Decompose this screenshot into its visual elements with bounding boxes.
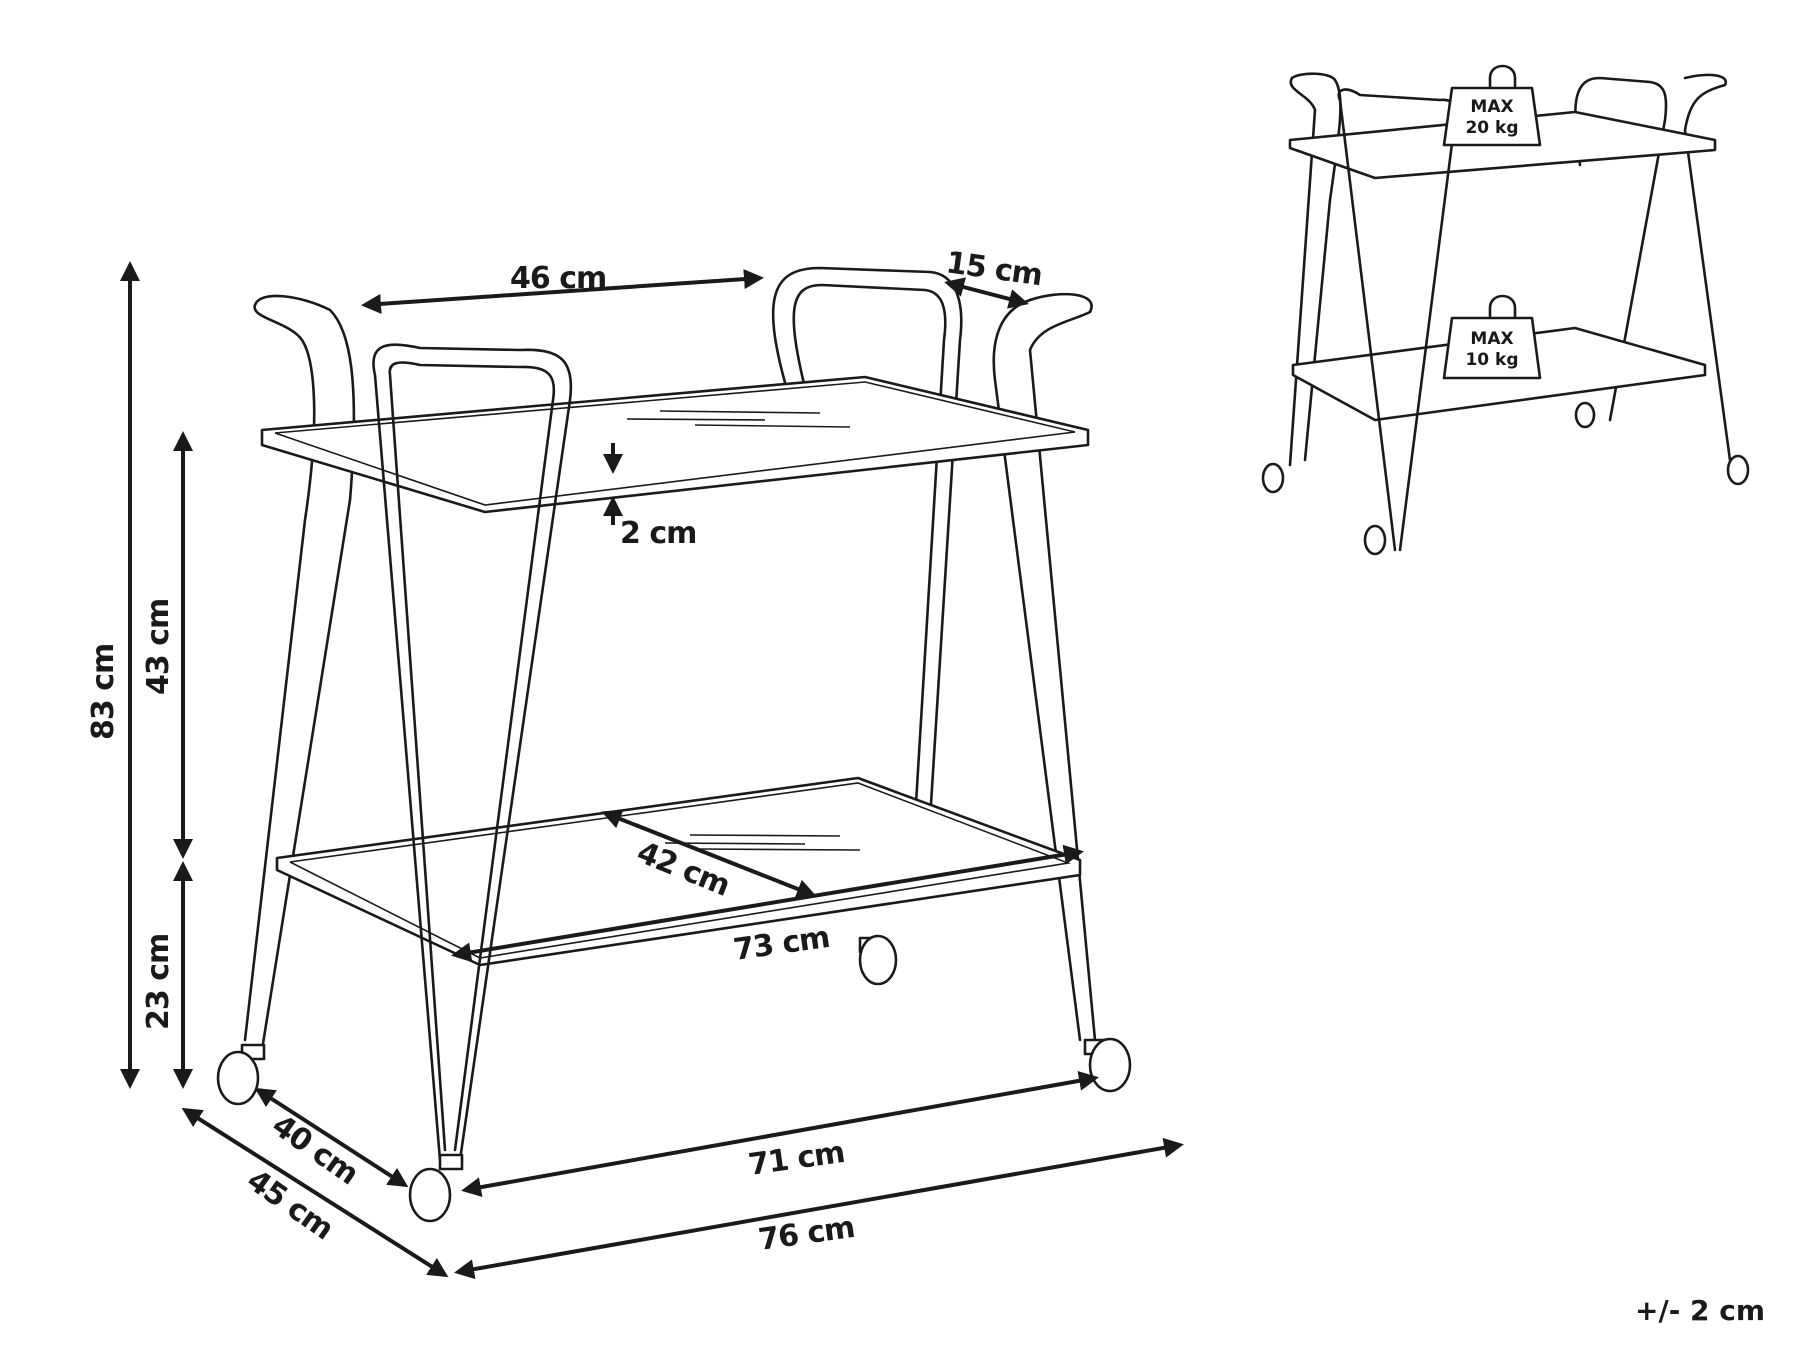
max-weight-lower-icon: MAX 10 kg [1442, 294, 1542, 380]
load-capacity-drawing: MAX 20 kg MAX 10 kg [1261, 64, 1750, 556]
right-handle-frame [1028, 292, 1097, 1042]
castor-wheel-front-left [216, 1043, 266, 1106]
dim-15cm-line [944, 277, 1029, 309]
castor-wheel-front [408, 1153, 464, 1223]
small-wheel-right [1726, 454, 1750, 486]
castor-wheel-back [858, 934, 898, 986]
label-73cm: 73 cm [731, 920, 831, 968]
svg-text:MAX: MAX [1470, 329, 1513, 349]
small-wheel-front [1363, 524, 1387, 556]
front-handle-frame [372, 343, 573, 1162]
dim-46cm-line [361, 269, 764, 314]
dim-45cm-line [181, 1107, 449, 1278]
dim-73cm-line [451, 844, 1084, 963]
tolerance-note: +/- 2 cm [1635, 1294, 1765, 1327]
svg-text:10 kg: 10 kg [1465, 350, 1518, 370]
small-wheel-left [1261, 462, 1285, 494]
label-43cm: 43 cm [141, 599, 176, 695]
small-wheel-back [1574, 401, 1596, 429]
castor-wheel-right [1083, 1037, 1132, 1093]
svg-text:20 kg: 20 kg [1465, 118, 1518, 138]
dim-76cm-line [454, 1137, 1184, 1280]
label-46cm: 46 cm [510, 261, 606, 296]
left-handle-frame [253, 294, 356, 1052]
svg-text:MAX: MAX [1470, 97, 1513, 117]
label-2cm: 2 cm [620, 516, 696, 551]
back-handle-frame [771, 266, 963, 822]
upper-tray [260, 375, 1090, 514]
label-83cm: 83 cm [86, 644, 121, 740]
label-71cm: 71 cm [746, 1135, 846, 1183]
label-23cm: 23 cm [141, 934, 176, 1030]
main-trolley-drawing [216, 266, 1132, 1223]
max-weight-upper-icon: MAX 20 kg [1442, 64, 1542, 147]
dimension-lines [120, 261, 1184, 1280]
